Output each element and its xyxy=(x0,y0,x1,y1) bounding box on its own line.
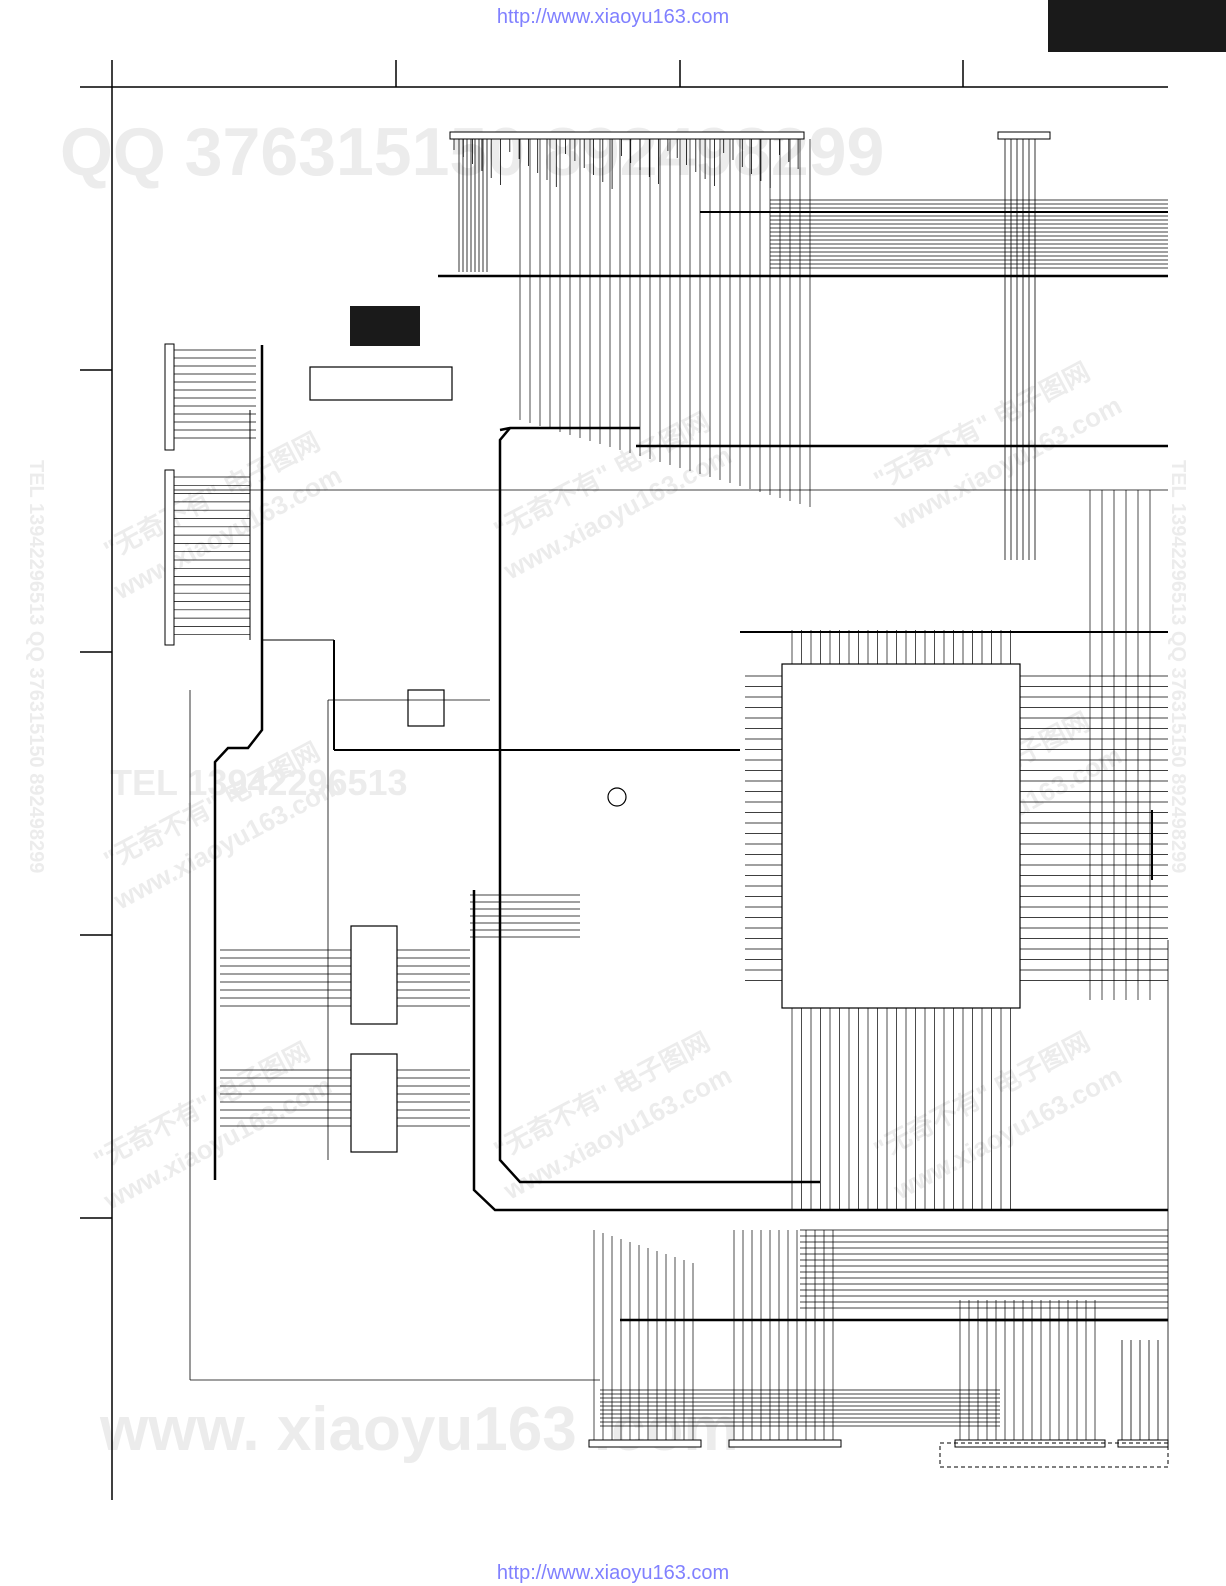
connector-bottom-2 xyxy=(728,1439,842,1448)
dashed-outline xyxy=(939,1442,1169,1468)
connector-top-right xyxy=(997,131,1051,140)
main-ic xyxy=(781,663,1021,1009)
watermark-side-left: TEL 13942296513 QQ 376315150 892498299 xyxy=(25,460,47,873)
frame-grid xyxy=(80,60,1168,1500)
block-label-dark xyxy=(350,306,420,346)
block-label-box xyxy=(309,366,453,401)
connector-left-lower xyxy=(164,469,175,646)
watermark-qq: QQ 376315150 892498299 xyxy=(60,114,884,190)
wiring-layer xyxy=(174,139,1169,1440)
header-url-link[interactable]: http://www.xiaoyu163.com xyxy=(496,6,730,28)
connector-top-main xyxy=(449,131,805,140)
footer-url-link[interactable]: http://www.xiaoyu163.com xyxy=(496,1562,730,1584)
page-number-tab xyxy=(1048,0,1226,52)
transistor xyxy=(607,787,627,807)
watermark-side-right: TEL 13942296513 QQ 376315150 892498299 xyxy=(1167,460,1189,873)
watermark-tel: TEL 13942296513 xyxy=(110,762,408,803)
watermark-site: www. xiaoyu163 .com xyxy=(99,1395,739,1464)
connector-left-upper xyxy=(164,343,175,451)
buffer-ic-upper xyxy=(350,925,398,1025)
connector-bottom-1 xyxy=(588,1439,702,1448)
regulator-ic xyxy=(407,689,445,727)
buffer-ic-lower xyxy=(350,1053,398,1153)
